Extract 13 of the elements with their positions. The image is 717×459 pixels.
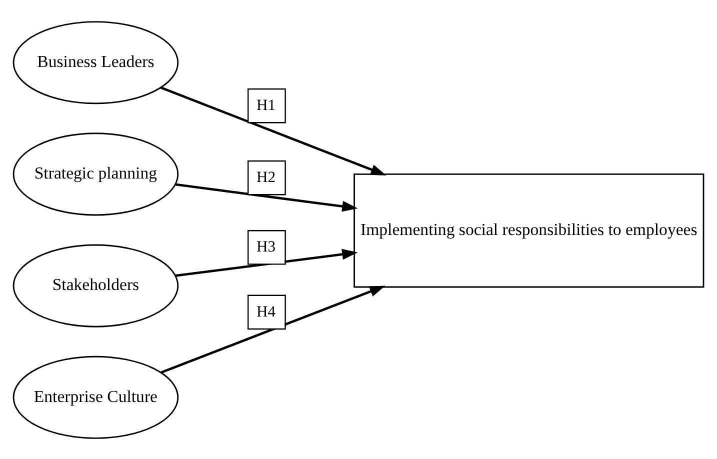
edge-label: H3	[256, 238, 276, 255]
edge-label: H2	[256, 168, 276, 186]
node-box: Implementing social responsibilities to employees	[354, 172, 704, 288]
arrow	[160, 86, 386, 175]
node-ellipse: Enterprise Culture	[12, 355, 179, 438]
node-ellipse: Stakeholders	[12, 244, 179, 327]
node-ellipse: Business Leaders	[12, 20, 179, 104]
edge-label: H4	[256, 302, 276, 320]
arrow	[175, 182, 358, 212]
arrow	[175, 248, 358, 276]
arrow	[160, 285, 386, 374]
node-ellipse: Strategic planning	[12, 132, 179, 216]
edge-label: H1	[256, 96, 276, 114]
